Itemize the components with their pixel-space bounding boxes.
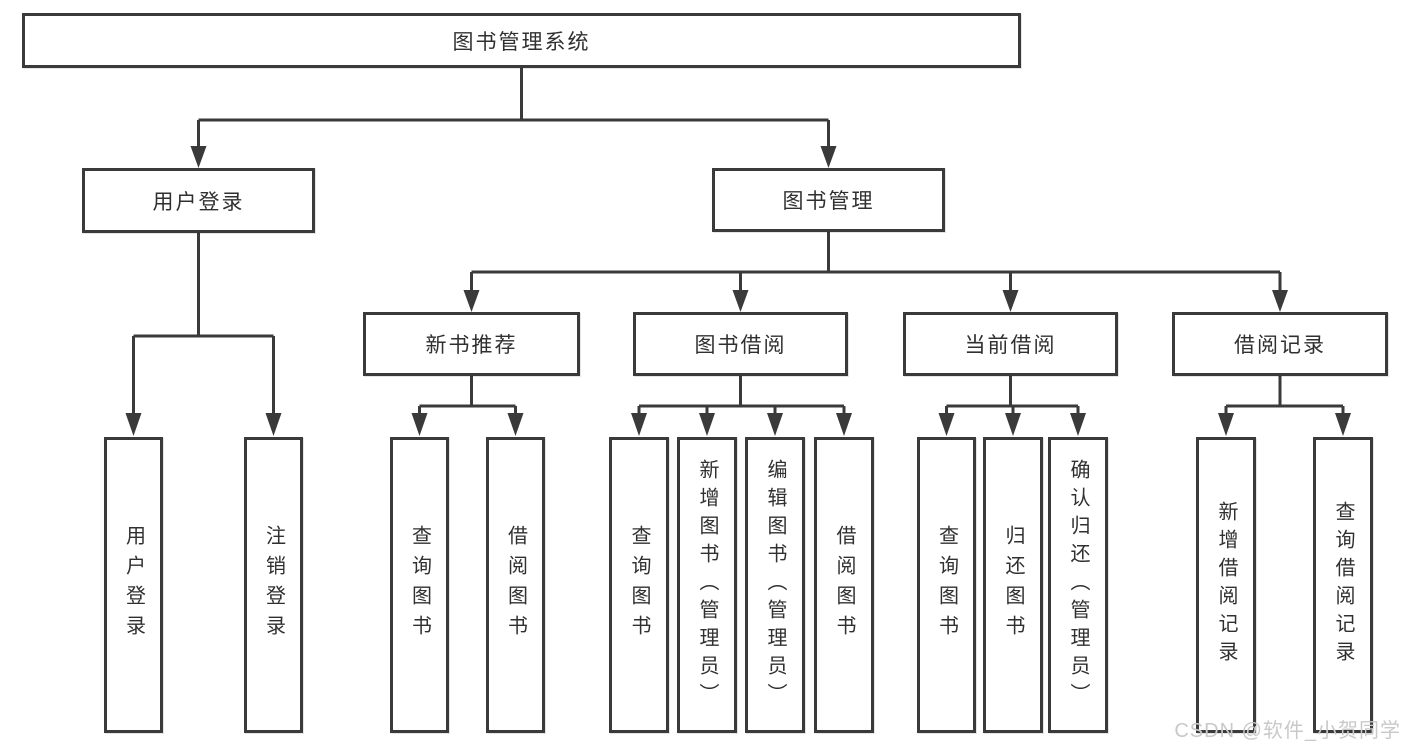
connector-currentborrow-to-leaves [945,376,1080,414]
leaf-edit-book-admin: 编辑图书（管理员） [745,437,805,733]
csdn-watermark: CSDN @软件_小贺同学 [1174,720,1401,742]
node-label: 图书借阅 [694,334,787,357]
node-user-login: 用户登录 [82,168,315,233]
leaf-label: 新增图书（管理员） [696,459,718,711]
leaf-label: 查询图书 [628,525,650,645]
leaf-borrow-borrow-books: 借阅图书 [814,437,874,733]
node-borrow-records: 借阅记录 [1172,312,1388,376]
leaf-label: 确认归还（管理员） [1067,459,1089,711]
leaf-borrow-query-books: 查询图书 [609,437,669,733]
node-library-management-system: 图书管理系统 [22,13,1021,68]
leaf-label: 借阅图书 [504,525,527,645]
node-label: 新书推荐 [425,334,518,357]
node-label: 当前借阅 [964,334,1057,357]
leaf-add-book-admin: 新增图书（管理员） [677,437,737,733]
leaf-add-borrow-record: 新增借阅记录 [1196,437,1256,733]
node-new-book-recommend: 新书推荐 [363,312,580,376]
connector-newbook-to-leaves [418,376,517,414]
leaf-query-borrow-record: 查询借阅记录 [1313,437,1373,733]
node-label: 图书管理 [782,190,875,213]
leaf-label: 用户登录 [122,525,145,645]
leaf-label: 归还图书 [1002,525,1024,645]
leaf-label: 查询图书 [408,525,431,645]
node-label: 借阅记录 [1234,334,1326,357]
leaf-newrec-query-books: 查询图书 [390,437,449,733]
leaf-label: 注销登录 [262,525,285,645]
connector-bookmgmt-to-level3 [470,232,1282,292]
node-book-borrow: 图书借阅 [633,312,848,376]
node-label: 图书管理系统 [452,30,591,54]
connector-userlogin-to-leaves [132,233,275,415]
arrowhead-group [125,146,1351,436]
node-label: 用户登录 [152,190,245,214]
leaf-newrec-borrow-books: 借阅图书 [486,437,545,733]
node-book-management: 图书管理 [712,168,945,232]
leaf-label: 编辑图书（管理员） [764,459,786,711]
leaf-label: 查询图书 [935,525,958,645]
leaf-label: 查询借阅记录 [1332,501,1354,669]
connector-root-to-level2 [197,68,830,148]
leaf-return-books: 归还图书 [983,437,1043,733]
leaf-label: 借阅图书 [833,525,855,645]
leaf-user-login: 用户登录 [104,437,163,733]
connector-borrowrecords-to-leaves [1224,376,1345,414]
leaf-confirm-return-admin: 确认归还（管理员） [1048,437,1108,733]
leaf-label: 新增借阅记录 [1215,501,1237,669]
leaf-logout: 注销登录 [244,437,303,733]
leaf-current-query-books: 查询图书 [917,437,976,733]
node-current-borrow: 当前借阅 [903,312,1118,376]
connector-bookborrow-to-leaves [637,376,846,414]
